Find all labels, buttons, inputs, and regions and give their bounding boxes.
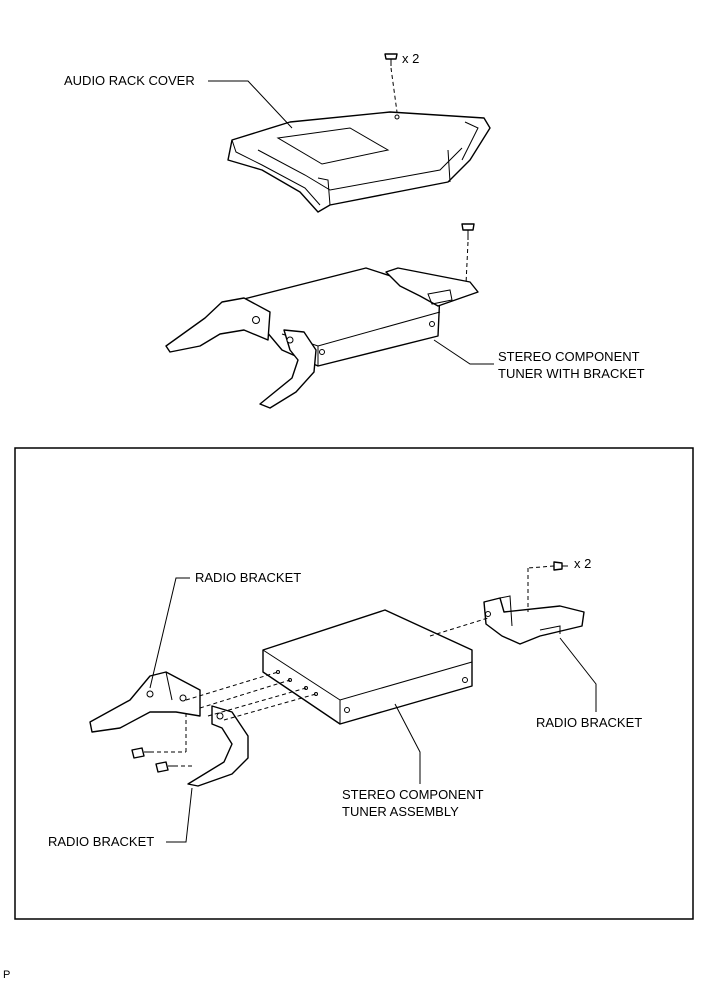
radio-bracket-right: [483, 595, 585, 645]
inset-screw-left-b-icon: [155, 761, 174, 773]
radio-bracket-right-label: RADIO BRACKET: [536, 715, 643, 730]
tuner-with-bracket-label-line2: TUNER WITH BRACKET: [498, 366, 645, 381]
footer-code: P: [3, 969, 11, 981]
tuner-assembly-label-line2: TUNER ASSEMBLY: [342, 804, 459, 819]
tuner-bracket-screw-icon: [461, 223, 475, 240]
inset-frame: [14, 447, 694, 920]
radio-bracket-upper-left-leader: [149, 577, 190, 689]
tuner-assembly-label-line1: STEREO COMPONENT: [342, 787, 484, 802]
radio-bracket-upper-left: [89, 671, 201, 733]
radio-bracket-upper-left-label: RADIO BRACKET: [195, 570, 302, 585]
tuner-assembly-leader: [394, 703, 421, 784]
inset-screw-quantity-label: x 2: [574, 556, 592, 571]
top-screw-quantity-label: x 2: [402, 51, 420, 66]
audio-rack-cover-label: AUDIO RACK COVER: [64, 73, 195, 88]
radio-bracket-right-leader: [559, 637, 597, 712]
radio-bracket-lower-left: [187, 705, 249, 787]
audio-rack-cover-leader: [208, 80, 293, 129]
radio-bracket-lower-left-label: RADIO BRACKET: [48, 834, 155, 849]
tuner-assembly: [262, 609, 473, 725]
radio-bracket-lower-left-leader: [166, 787, 193, 843]
tuner-with-bracket: [165, 267, 479, 409]
tuner-with-bracket-leader: [433, 339, 494, 365]
inset-screw-left-a-icon: [131, 747, 150, 759]
inset-screw-upper-icon: [553, 561, 568, 571]
cover-screw-icon: [384, 53, 398, 66]
tuner-with-bracket-label-line1: STEREO COMPONENT: [498, 349, 640, 364]
audio-rack-cover: [227, 111, 491, 213]
